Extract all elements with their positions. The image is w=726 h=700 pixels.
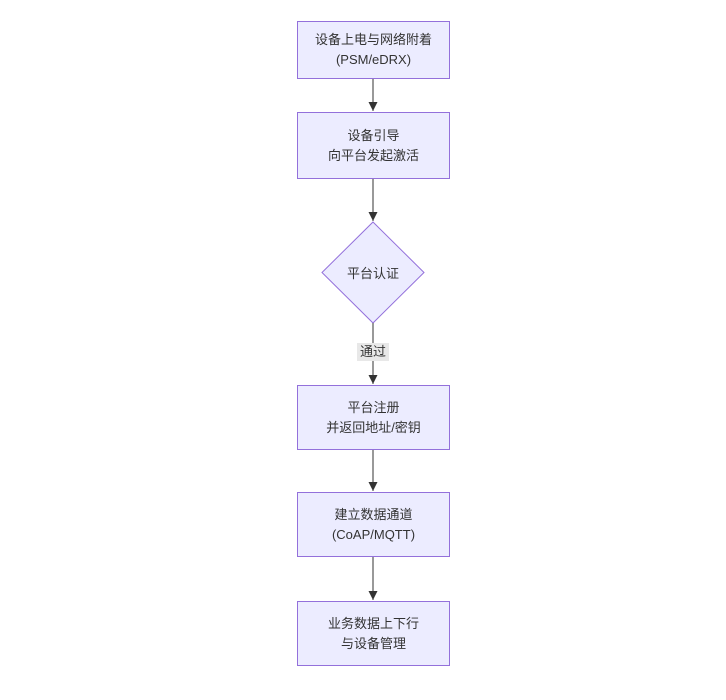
node-business-data-line1: 业务数据上下行 — [327, 615, 419, 631]
node-power-network-attach-line1: 设备上电与网络附着 — [314, 32, 432, 47]
node-platform-register: 平台注册 并返回地址/密钥 — [297, 385, 450, 450]
decision-platform-auth-label: 平台认证 — [322, 222, 424, 323]
node-device-bootstrap-line2: 向平台发起激活 — [327, 147, 419, 163]
node-device-bootstrap-line1: 设备引导 — [347, 127, 400, 143]
node-data-channel-line1: 建立数据通道 — [334, 506, 413, 522]
node-power-network-attach: 设备上电与网络附着 (PSM/eDRX) — [297, 21, 450, 79]
node-data-channel-line2: (CoAP/MQTT) — [331, 526, 416, 542]
node-device-bootstrap: 设备引导 向平台发起激活 — [297, 112, 450, 179]
edge-auth-pass-label: 通过 — [356, 343, 390, 361]
node-data-channel: 建立数据通道 (CoAP/MQTT) — [297, 492, 450, 557]
node-platform-register-line2: 并返回地址/密钥 — [326, 419, 421, 435]
node-platform-register-line1: 平台注册 — [347, 399, 400, 415]
node-business-data: 业务数据上下行 与设备管理 — [297, 601, 450, 666]
node-business-data-line2: 与设备管理 — [340, 635, 406, 651]
decision-platform-auth-text: 平台认证 — [346, 266, 399, 281]
node-power-network-attach-line2: (PSM/eDRX) — [335, 52, 412, 67]
